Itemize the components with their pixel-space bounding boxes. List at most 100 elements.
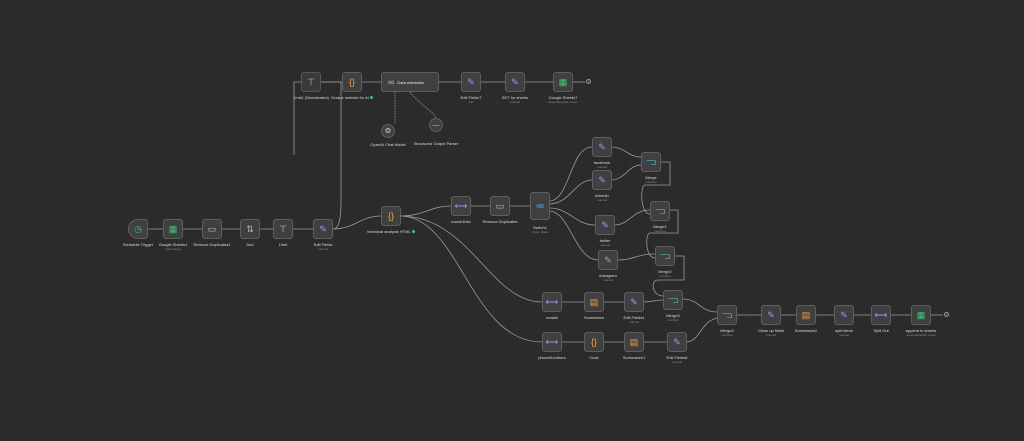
data-extraction-node[interactable]: ∞ Data extraction <box>381 72 439 92</box>
merge-icon: ⫎ <box>722 309 732 320</box>
clean-up-fields-label: Clean up fields <box>757 328 785 333</box>
add-node-button[interactable]: + <box>586 79 591 84</box>
merge3-sub: combine <box>667 318 679 322</box>
success-dot <box>411 230 415 234</box>
merge-icon: ⫎ <box>660 250 670 261</box>
dedupe-icon: ▭ <box>207 223 217 234</box>
google-sheets7-label: Google Sheets7 <box>548 95 578 100</box>
schedule-trigger-node[interactable]: ◷ <box>128 219 148 239</box>
pencil-icon: ✎ <box>840 309 848 320</box>
success-dot <box>369 96 373 100</box>
instagram-label: instagram <box>599 273 617 278</box>
code-label: Code <box>589 355 599 360</box>
facebook-node[interactable]: ✎ <box>592 137 612 157</box>
pencil-icon: ✎ <box>598 141 606 152</box>
data-extraction-label: Data extraction <box>397 79 425 85</box>
split-items-sub: manual <box>839 333 849 337</box>
append-to-sheets-label: append to sheets <box>905 328 937 333</box>
add-node-button[interactable]: + <box>944 312 949 317</box>
pencil-icon: ✎ <box>598 174 606 185</box>
dedupe-icon: ▭ <box>495 200 505 211</box>
linkedin-node[interactable]: ✎ <box>592 170 612 190</box>
scrape-website-node[interactable]: {} <box>342 72 362 92</box>
sort-icon: ⇅ <box>246 223 254 234</box>
merge-icon: ⫎ <box>655 205 665 216</box>
linkedin-label: linkedin <box>595 193 609 198</box>
merge-node[interactable]: ⫎ <box>641 152 661 172</box>
limit-node[interactable]: ⊤ <box>273 219 293 239</box>
edit-fields6-label: Edit Fields6 <box>666 355 688 360</box>
split-out-node[interactable]: ⟷ <box>871 305 891 325</box>
split-items-node[interactable]: ✎ <box>834 305 854 325</box>
split-icon: ⟷ <box>545 336 559 347</box>
code-icon: {} <box>387 210 394 221</box>
set-for-sheets-node[interactable]: ✎ <box>505 72 525 92</box>
limit-label: Limit <box>278 242 288 247</box>
phone-numbers-node[interactable]: ⟷ <box>542 332 562 352</box>
structured-output-parser-node[interactable]: ― <box>429 118 443 132</box>
clean-up-fields-sub: manual <box>766 333 776 337</box>
set-for-sheets-sub: manual <box>510 100 520 104</box>
edit-fields-node[interactable]: ✎ <box>313 219 333 239</box>
merge3-node[interactable]: ⫎ <box>663 290 683 310</box>
summarize-node[interactable]: ▤ <box>584 292 604 312</box>
twitter-node[interactable]: ✎ <box>595 215 615 235</box>
summarize-icon: ▤ <box>629 336 639 347</box>
limit1-node[interactable]: ⊤ <box>301 72 321 92</box>
pencil-icon: ✎ <box>601 219 609 230</box>
code-node[interactable]: {} <box>584 332 604 352</box>
split-items-label: split items <box>835 328 853 333</box>
switch1-node[interactable]: ≔ <box>530 192 550 220</box>
merge4-label: Merge4 <box>720 328 734 333</box>
pencil-icon: ✎ <box>673 336 681 347</box>
set-for-sheets-label: SET for sheets <box>501 95 529 100</box>
edit-fields6-node[interactable]: ✎ <box>667 332 687 352</box>
instagram-node[interactable]: ✎ <box>598 250 618 270</box>
edit-fields7-sub: Set <box>468 100 474 104</box>
edit-fields4-node[interactable]: ✎ <box>624 292 644 312</box>
limit1-label: Limit1 (Deactivated) <box>293 95 329 100</box>
edit-fields4-sub: manual <box>629 320 639 324</box>
parser-icon: ― <box>432 121 440 129</box>
summarize2-node[interactable]: ▤ <box>796 305 816 325</box>
sort-node[interactable]: ⇅ <box>240 219 260 239</box>
social-links-node[interactable]: ⟷ <box>451 196 471 216</box>
google-sheets7-node[interactable]: ▦ <box>553 72 573 92</box>
append-to-sheets-node[interactable]: ▦ <box>911 305 931 325</box>
merge-icon: ⫎ <box>646 156 656 167</box>
merge2-node[interactable]: ⫎ <box>655 246 675 266</box>
linkedin-sub: manual <box>597 198 607 202</box>
merge2-label: Merge2 <box>658 269 672 274</box>
emails-node[interactable]: ⟷ <box>542 292 562 312</box>
merge4-node[interactable]: ⫎ <box>717 305 737 325</box>
merge-label: Merge <box>645 175 657 180</box>
summarize1-node[interactable]: ▤ <box>624 332 644 352</box>
switch1-label: Switch1 <box>532 225 547 230</box>
google-sheets1-label: Google Sheets1 <box>158 242 188 247</box>
link-icon: ∞ <box>388 76 395 87</box>
technical-analysis-node[interactable]: {} <box>381 206 401 226</box>
pencil-icon: ✎ <box>604 254 612 265</box>
openai-icon: ❂ <box>385 128 391 135</box>
edit-fields7-node[interactable]: ✎ <box>461 72 481 92</box>
remove-duplicates1-node[interactable]: ▭ <box>202 219 222 239</box>
edit-fields-label: Edit Fields <box>313 242 333 247</box>
facebook-sub: manual <box>597 165 607 169</box>
clean-up-fields-node[interactable]: ✎ <box>761 305 781 325</box>
scrape-website-label: Scrape website for AI <box>322 95 382 100</box>
openai-chat-model-node[interactable]: ❂ <box>381 124 395 138</box>
clock-icon: ◷ <box>134 223 142 234</box>
twitter-sub: manual <box>600 243 610 247</box>
sort-label: Sort <box>246 242 254 247</box>
pencil-icon: ✎ <box>630 296 638 307</box>
emails-label: emails <box>546 315 558 320</box>
summarize-label: Summarize <box>583 315 605 320</box>
remove-duplicates-node[interactable]: ▭ <box>490 196 510 216</box>
google-sheets7-sub: append/update: sheet <box>548 100 578 104</box>
sheets-icon: ▦ <box>916 309 926 320</box>
edit-fields6-sub: manual <box>672 360 682 364</box>
google-sheets1-node[interactable]: ▦ <box>163 219 183 239</box>
phone-numbers-label: phoneNumbers <box>538 355 566 360</box>
merge1-node[interactable]: ⫎ <box>650 201 670 221</box>
